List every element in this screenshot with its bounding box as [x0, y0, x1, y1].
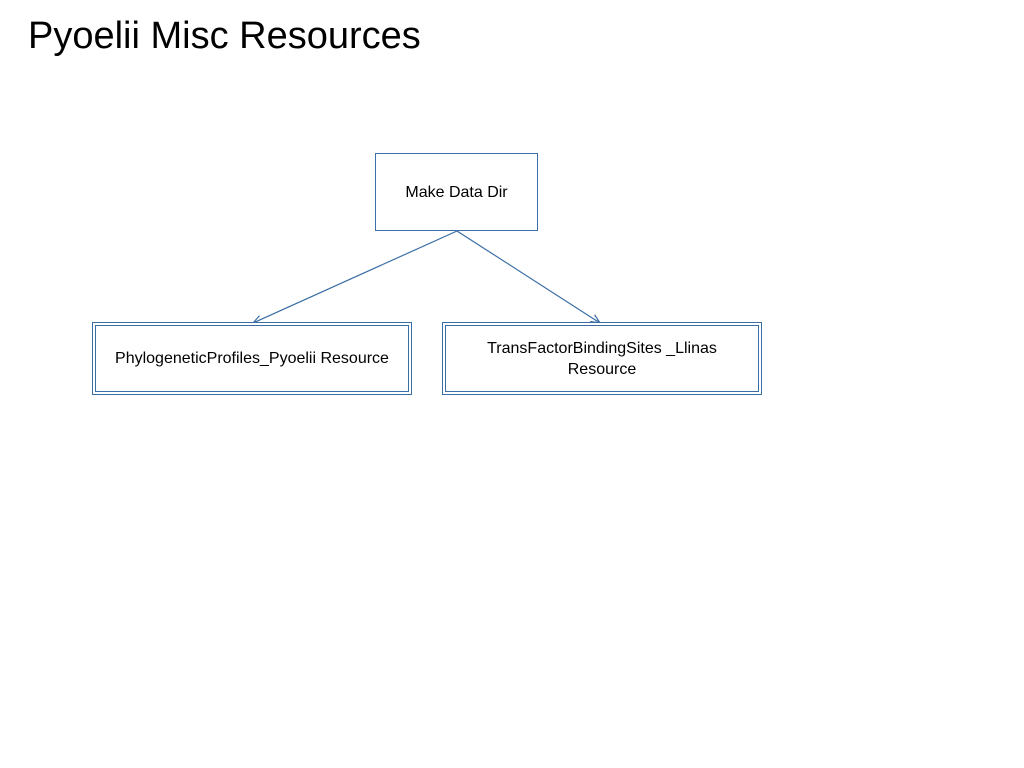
edge-root-to-left: [251, 230, 458, 324]
node-trans-factor-binding-sites: TransFactorBindingSites _Llinas Resource: [442, 322, 762, 395]
edge-root-to-right: [456, 230, 602, 324]
page-title: Pyoelii Misc Resources: [28, 15, 421, 57]
node-make-data-dir: Make Data Dir: [375, 153, 538, 231]
node-phylogenetic-profiles-label: PhylogeneticProfiles_Pyoelii Resource: [115, 350, 389, 367]
node-make-data-dir-label: Make Data Dir: [405, 183, 508, 201]
node-trans-factor-binding-sites-label: TransFactorBindingSites _Llinas Resource: [487, 339, 717, 378]
node-phylogenetic-profiles: PhylogeneticProfiles_Pyoelii Resource: [92, 322, 412, 395]
